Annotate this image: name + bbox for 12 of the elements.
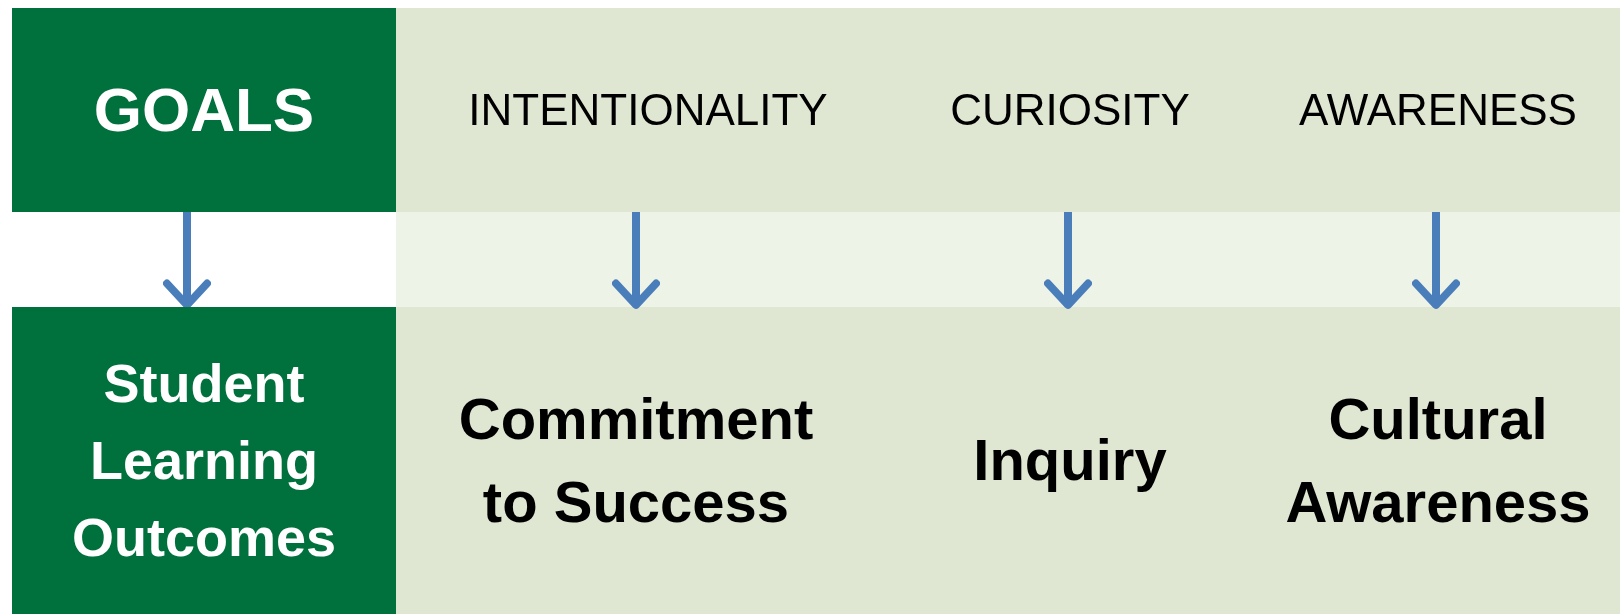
goal-label: INTENTIONALITY [420,8,876,212]
outcomes-heading-box: Student Learning Outcomes [12,307,396,614]
arrow [612,212,660,309]
arrow [163,212,211,309]
goal-label: CURIOSITY [880,8,1260,212]
arrow [1412,212,1460,309]
outcome-label: Commitment to Success [436,307,836,614]
outcome-label: Cultural Awareness [1262,307,1614,614]
goals-heading-box: GOALS [12,8,396,212]
arrow [1044,212,1092,309]
outcome-label: Inquiry [880,307,1260,614]
goal-label: AWARENESS [1262,8,1614,212]
